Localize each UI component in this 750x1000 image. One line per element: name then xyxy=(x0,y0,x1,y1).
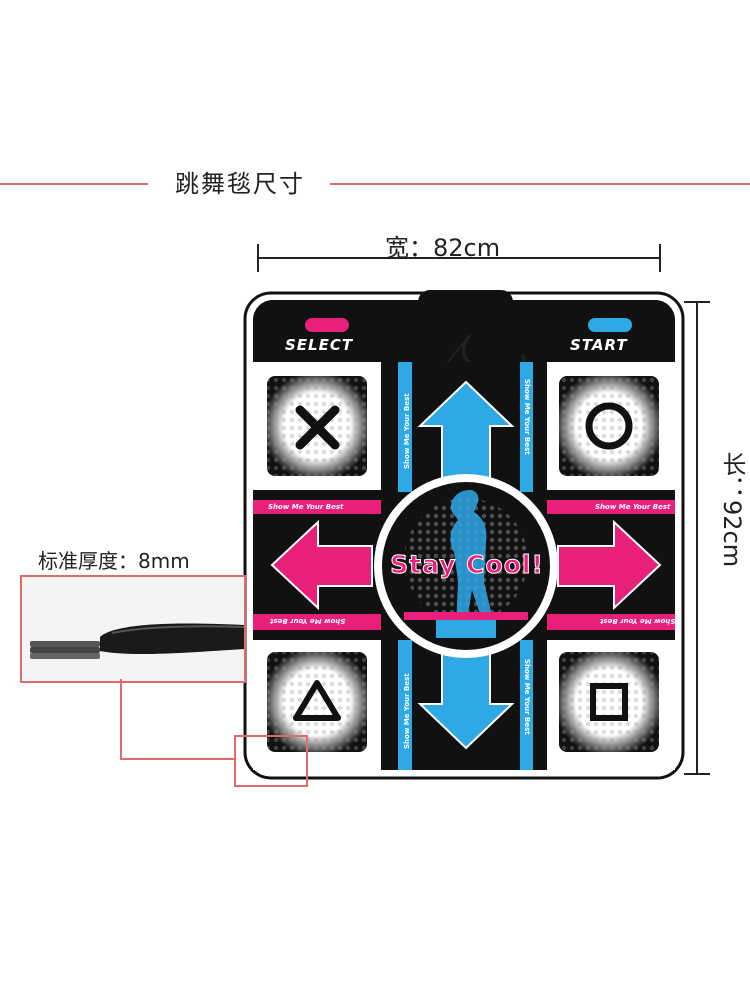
square-pad xyxy=(559,652,659,752)
select-pill xyxy=(305,318,349,332)
cross-pad xyxy=(267,376,367,476)
page-title: 跳舞毯尺寸 xyxy=(175,170,305,198)
slogan-up-right: Show Me Your Best xyxy=(523,379,531,455)
slogan-up-left: Show Me Your Best xyxy=(403,393,411,469)
slogan-left-bottom: Show Me Your Best xyxy=(270,617,346,625)
slogan-right-bottom: Show Me Your Best xyxy=(600,617,676,625)
cable-connector xyxy=(418,290,513,336)
thickness-label: 标准厚度：8mm xyxy=(38,549,190,573)
header-rule-left xyxy=(0,183,148,185)
circle-pad xyxy=(559,376,659,476)
header-rule-right xyxy=(330,183,750,185)
callout-line-vertical xyxy=(120,679,122,759)
select-label: SELECT xyxy=(285,336,354,354)
slogan-left-top: Show Me Your Best xyxy=(268,503,344,511)
slogan-down-left: Show Me Your Best xyxy=(403,673,411,749)
left-arrow xyxy=(270,519,373,611)
callout-line-horizontal xyxy=(120,758,236,760)
center-text: Stay Cool! xyxy=(390,550,544,580)
start-pill xyxy=(588,318,632,332)
triangle-pad xyxy=(267,652,367,752)
width-dimension-line xyxy=(257,244,661,272)
length-dimension-line xyxy=(684,301,710,775)
thickness-zoom-box xyxy=(234,735,308,787)
dancer-silhouette xyxy=(450,490,494,626)
length-label: 长：92cm xyxy=(718,452,746,568)
slogan-right-top: Show Me Your Best xyxy=(595,503,671,511)
start-label: START xyxy=(570,336,628,354)
slogan-down-right: Show Me Your Best xyxy=(523,659,531,735)
thickness-photo xyxy=(20,575,246,683)
